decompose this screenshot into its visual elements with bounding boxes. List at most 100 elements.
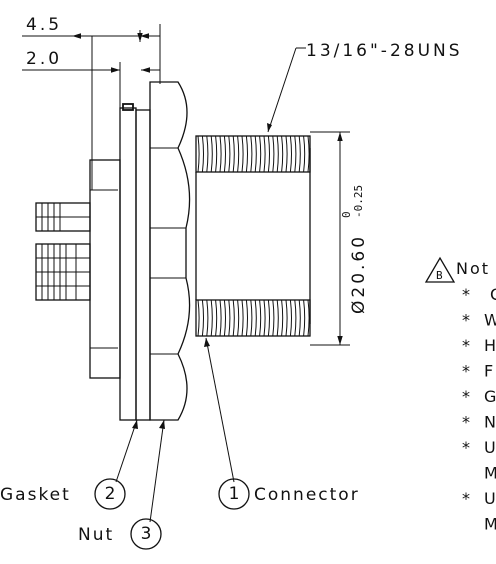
revision-triangle-icon <box>424 256 456 283</box>
thread-crest <box>228 299 231 337</box>
thread-crest <box>281 135 284 173</box>
thread-crest <box>215 135 218 173</box>
thread-crest <box>281 299 284 337</box>
nut <box>149 81 191 421</box>
note-bullet: * <box>462 336 472 355</box>
note-bullet: * <box>462 311 472 330</box>
callout-3-number: 3 <box>141 524 152 544</box>
callout-connector: 1 Connector <box>204 337 360 510</box>
thread-crest <box>294 299 297 337</box>
threaded-barrel <box>195 131 350 346</box>
thread-crest <box>206 135 209 173</box>
thread-crest <box>245 299 248 337</box>
callout-2-number: 2 <box>105 484 116 504</box>
revision-mark: B <box>436 269 443 282</box>
note-item-text: M <box>484 515 496 534</box>
thread-spec-label: 13/16"-28UNS <box>306 41 463 61</box>
thread-crest <box>197 299 200 337</box>
thread-crest <box>303 135 306 173</box>
callout-gasket: 2 Gasket <box>0 419 138 510</box>
dimension-flange-width: 2.0 <box>22 49 160 110</box>
thread-crest <box>201 135 204 173</box>
overall-width-label: 4.5 <box>26 15 62 35</box>
thread-crest <box>303 299 306 337</box>
thread-crest <box>289 299 292 337</box>
thread-spec-callout: 13/16"-28UNS <box>267 41 463 133</box>
note-item-text: C <box>490 285 496 304</box>
thread-crest <box>250 135 253 173</box>
thread-crest <box>210 299 213 337</box>
thread-crest <box>237 299 240 337</box>
thread-crest <box>219 135 222 173</box>
thread-crest <box>206 299 209 337</box>
note-bullet: * <box>462 413 472 432</box>
note-item-text: M <box>484 464 496 483</box>
callout-1-label: Connector <box>254 485 360 505</box>
rear-body <box>89 159 121 379</box>
thread-crest <box>254 299 257 337</box>
note-item-text: H <box>484 336 496 355</box>
thread-crest <box>285 299 288 337</box>
note-item-text: U <box>484 489 496 508</box>
note-bullet: * <box>462 489 472 508</box>
note-item-text: F <box>484 362 495 381</box>
tolerance-upper: 0 <box>340 211 353 218</box>
thread-crest <box>272 135 275 173</box>
diameter-label: Ø20.60 <box>349 234 369 314</box>
thread-crest <box>272 299 275 337</box>
thread-crest <box>285 135 288 173</box>
thread-crest <box>215 299 218 337</box>
thread-crest <box>241 299 244 337</box>
diameter-dimension: Ø20.60 0 -0.25 <box>337 132 369 345</box>
thread-crest <box>307 299 310 337</box>
callout-nut: 3 Nut <box>78 419 165 550</box>
thread-crest <box>276 135 279 173</box>
thread-crest <box>245 135 248 173</box>
flange-plate <box>119 103 137 421</box>
callout-2-label: Gasket <box>0 485 71 505</box>
note-item-text: U <box>484 438 496 457</box>
thread-crest <box>294 135 297 173</box>
thread-crest <box>263 135 266 173</box>
thread-crest <box>219 299 222 337</box>
rear-pins <box>35 202 91 301</box>
note-item-text: W <box>484 311 496 330</box>
thread-crest <box>259 135 262 173</box>
thread-crest <box>228 135 231 173</box>
thread-crest <box>232 299 235 337</box>
thread-crest <box>298 299 301 337</box>
notes: B Not *C*W*H*F*G*N*UM*UM <box>424 256 496 534</box>
callout-1-number: 1 <box>229 484 240 504</box>
thread-crest <box>298 135 301 173</box>
notes-title: Not <box>456 259 490 278</box>
thread-crest <box>237 135 240 173</box>
thread-crest <box>267 299 270 337</box>
callout-3-label: Nut <box>78 525 114 545</box>
thread-crest <box>289 135 292 173</box>
tolerance-lower: -0.25 <box>352 185 365 218</box>
thread-crest <box>201 299 204 337</box>
note-bullet: * <box>462 387 472 406</box>
dimension-overall-width: 4.5 <box>22 15 161 190</box>
thread-crest <box>241 135 244 173</box>
thread-crest <box>259 299 262 337</box>
thread-crest <box>223 135 226 173</box>
thread-crest <box>250 299 253 337</box>
note-items: *C*W*H*F*G*N*UM*UM <box>462 285 496 534</box>
thread-crest <box>276 299 279 337</box>
thread-crest <box>254 135 257 173</box>
thread-crest <box>223 299 226 337</box>
thread-crest <box>210 135 213 173</box>
thread-crest <box>267 135 270 173</box>
thread-crest <box>232 135 235 173</box>
note-item-text: N <box>484 413 496 432</box>
note-bullet: * <box>462 285 472 304</box>
note-item-text: G <box>484 387 496 406</box>
thread-crest <box>263 299 266 337</box>
gasket <box>135 109 151 421</box>
flange-width-label: 2.0 <box>26 49 62 69</box>
thread-crest <box>307 135 310 173</box>
thread-crest <box>197 135 200 173</box>
note-bullet: * <box>462 362 472 381</box>
